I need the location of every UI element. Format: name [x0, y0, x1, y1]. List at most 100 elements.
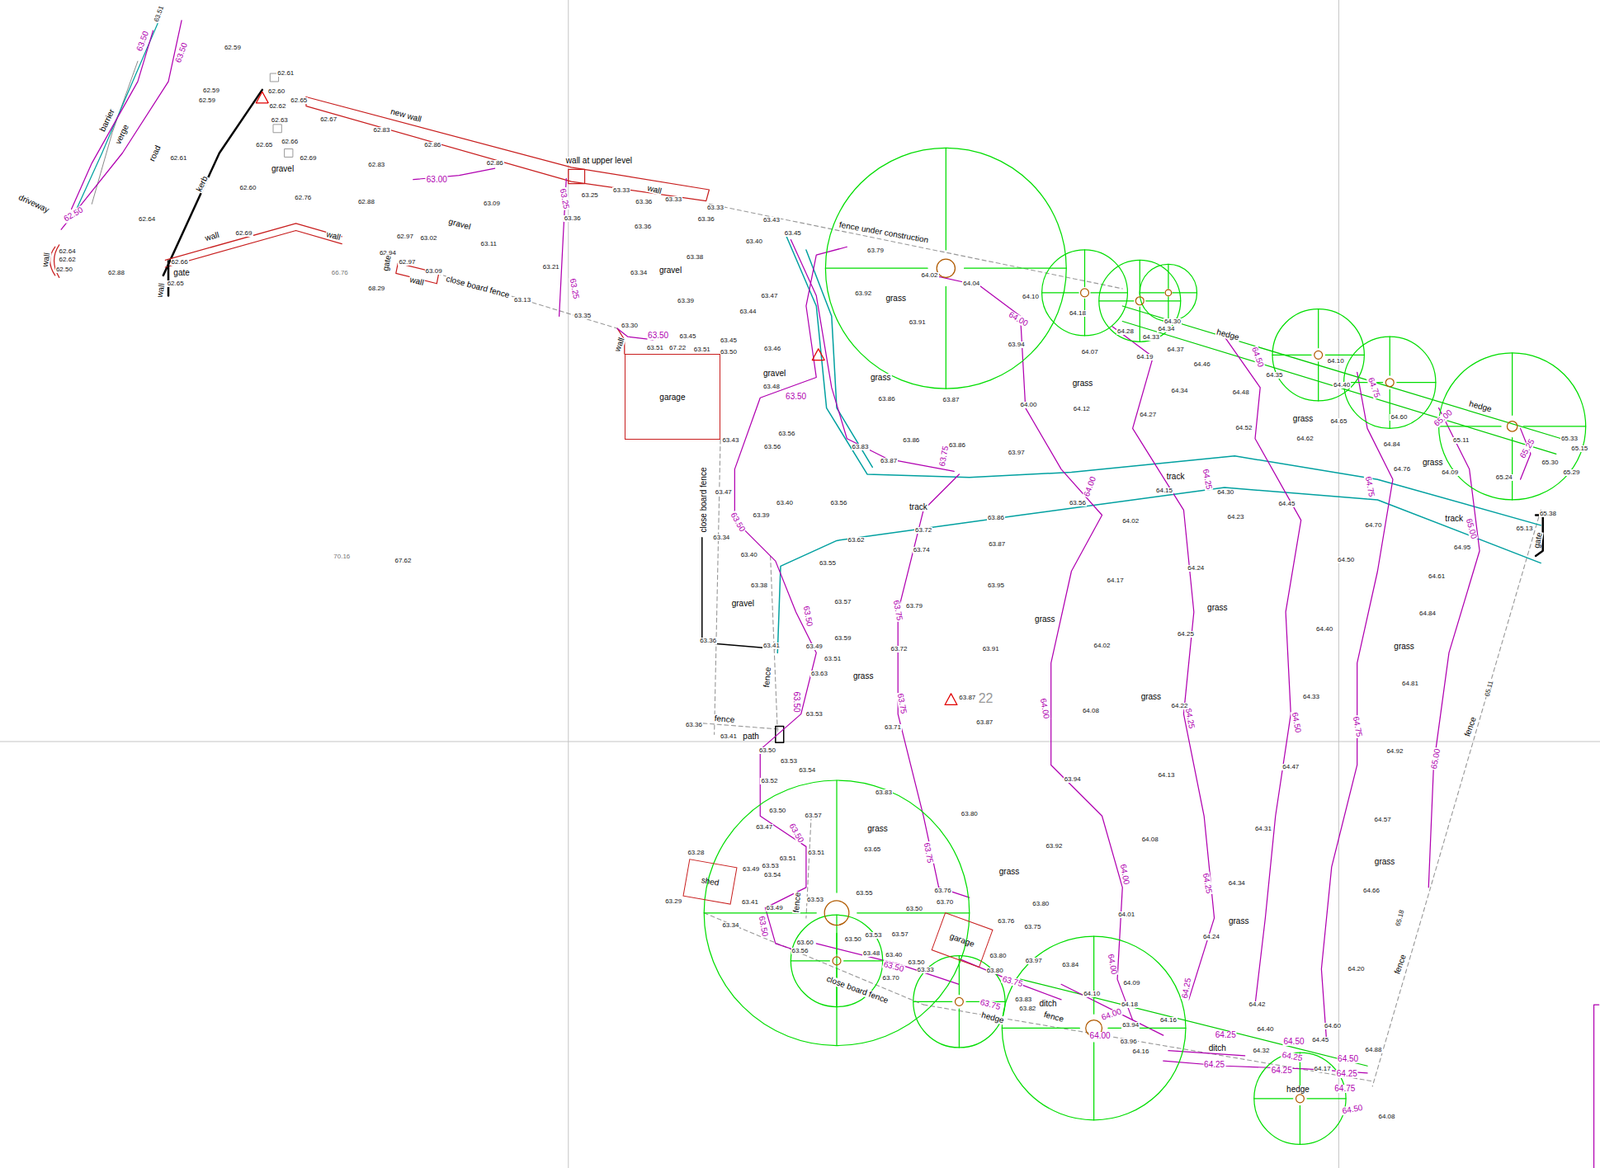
tree-trunk [1295, 1094, 1304, 1104]
spot-height: 63.39 [751, 512, 770, 520]
spot-height: 63.94 [1121, 1022, 1140, 1029]
spot-height: 64.18 [1120, 1001, 1139, 1009]
hedge-line [1122, 321, 1557, 455]
spot-height: 62.86 [486, 160, 505, 167]
spot-height: 64.09 [1440, 469, 1459, 477]
spot-height: 63.54 [763, 872, 782, 879]
spot-height: 62.97 [396, 233, 415, 241]
spot-height: 63.51 [778, 855, 798, 863]
spot-height: 63.87 [879, 457, 898, 465]
spot-height: 65.11 [1452, 437, 1470, 444]
spot-height: 63.97 [1024, 958, 1044, 965]
feature-label: gate [1532, 531, 1544, 551]
spot-height: 64.61 [1427, 573, 1446, 581]
wall-outline [50, 96, 710, 354]
spot-height: 63.49 [765, 905, 784, 912]
contour-line [790, 240, 954, 472]
spot-height: 64.33 [1142, 334, 1161, 341]
spot-height: 63.33 [916, 967, 935, 974]
tree-trunk [936, 259, 955, 278]
feature-label: path [741, 732, 760, 742]
tree-canopy [913, 956, 1006, 1048]
spot-height: 64.07 [1080, 349, 1100, 356]
spot-height: 62.67 [319, 116, 338, 123]
building-name: garage [659, 392, 685, 402]
feature-label: wall [40, 251, 52, 270]
contour-label: 64.50 [1289, 710, 1303, 734]
feature-label: close board fence [824, 974, 890, 1006]
spot-height: 63.45 [678, 333, 697, 340]
wall-outline [50, 246, 56, 276]
spot-height: 63.53 [761, 863, 780, 870]
boundary-fence [702, 538, 776, 650]
spot-height: 62.86 [423, 141, 442, 149]
spot-height: 64.20 [1346, 966, 1365, 973]
spot-height: 62.50 [55, 266, 74, 274]
spot-height: 63.52 [759, 778, 779, 785]
spot-height: 64.42 [1247, 1001, 1266, 1009]
feature-label: track [1444, 514, 1464, 524]
spot-height: 62.61 [276, 70, 295, 77]
spot-height: 63.34 [721, 922, 740, 930]
spot-height: 64.95 [1453, 544, 1472, 552]
tree-canopy [1254, 1052, 1346, 1145]
utility-cover [284, 149, 293, 158]
spot-height: 63.96 [1119, 1038, 1138, 1046]
spot-height: 63.33 [706, 204, 725, 212]
spot-height: 64.70 [1364, 522, 1383, 529]
feature-label: gravel [762, 369, 787, 378]
contour-label: 64.00 [1099, 1007, 1124, 1024]
spot-height: 66.76 [330, 269, 350, 277]
spot-height: 63.51 [646, 344, 665, 352]
spot-height: 62.59 [198, 97, 217, 104]
spot-height: 63.86 [948, 442, 967, 449]
spot-height: 63.56 [829, 500, 848, 507]
contour-label: 64.25 [1180, 976, 1194, 1001]
contour-label: 63.50 [784, 392, 808, 402]
spot-height: 63.41 [741, 899, 760, 907]
feature-label: road [147, 142, 163, 163]
feature-label: driveway [16, 193, 52, 216]
spot-height: 63.79 [866, 247, 885, 255]
spot-height: 64.10 [1082, 991, 1101, 998]
spot-height: 63.83 [850, 443, 869, 451]
spot-height: 64.02 [920, 272, 939, 279]
contour-line [1112, 326, 1215, 1001]
spot-height: 65.13 [1515, 525, 1534, 533]
feature-label: hedge [979, 1010, 1006, 1025]
contour-line [1321, 372, 1393, 1041]
feature-label: fence [1392, 952, 1407, 976]
spot-height: 64.27 [1138, 411, 1157, 419]
contour-label: 63.50 [787, 821, 806, 845]
spot-height: 63.80 [986, 967, 1005, 975]
spot-height: 63.49 [741, 866, 760, 874]
spot-height: 63.59 [833, 635, 852, 642]
spot-height: 64.47 [1281, 764, 1300, 771]
spot-height: 63.38 [685, 254, 704, 261]
spot-height: 62.60 [267, 88, 286, 95]
spot-height: 63.97 [1007, 449, 1026, 457]
spot-height: 63.92 [854, 290, 873, 298]
feature-label: grass [1373, 858, 1396, 867]
spot-height: 63.80 [960, 811, 979, 818]
feature-label: fence [1042, 1010, 1066, 1025]
contour-label: 63.50 [646, 331, 670, 340]
spot-height: 62.64 [58, 248, 77, 255]
feature-label: fence [1463, 714, 1478, 738]
survey-station [944, 693, 958, 706]
spot-height: 63.50 [758, 747, 777, 755]
spot-height: 63.43 [721, 437, 740, 444]
spot-height: 64.46 [1193, 361, 1212, 369]
feature-label: fence [792, 892, 803, 915]
feature-label: close board fence [699, 466, 708, 534]
spot-height: 63.47 [755, 824, 774, 831]
contour-label: 63.50 [757, 915, 770, 939]
feature-label: grass [998, 868, 1020, 877]
contour-label: 63.50 [802, 604, 815, 628]
contour-label: 63.75 [922, 841, 935, 865]
contour-line [61, 20, 1531, 1074]
spot-height: 64.32 [1251, 1047, 1270, 1055]
spot-height: 63.55 [818, 560, 837, 567]
spot-height: 62.62 [268, 103, 287, 110]
tree-canopy [1439, 353, 1586, 501]
